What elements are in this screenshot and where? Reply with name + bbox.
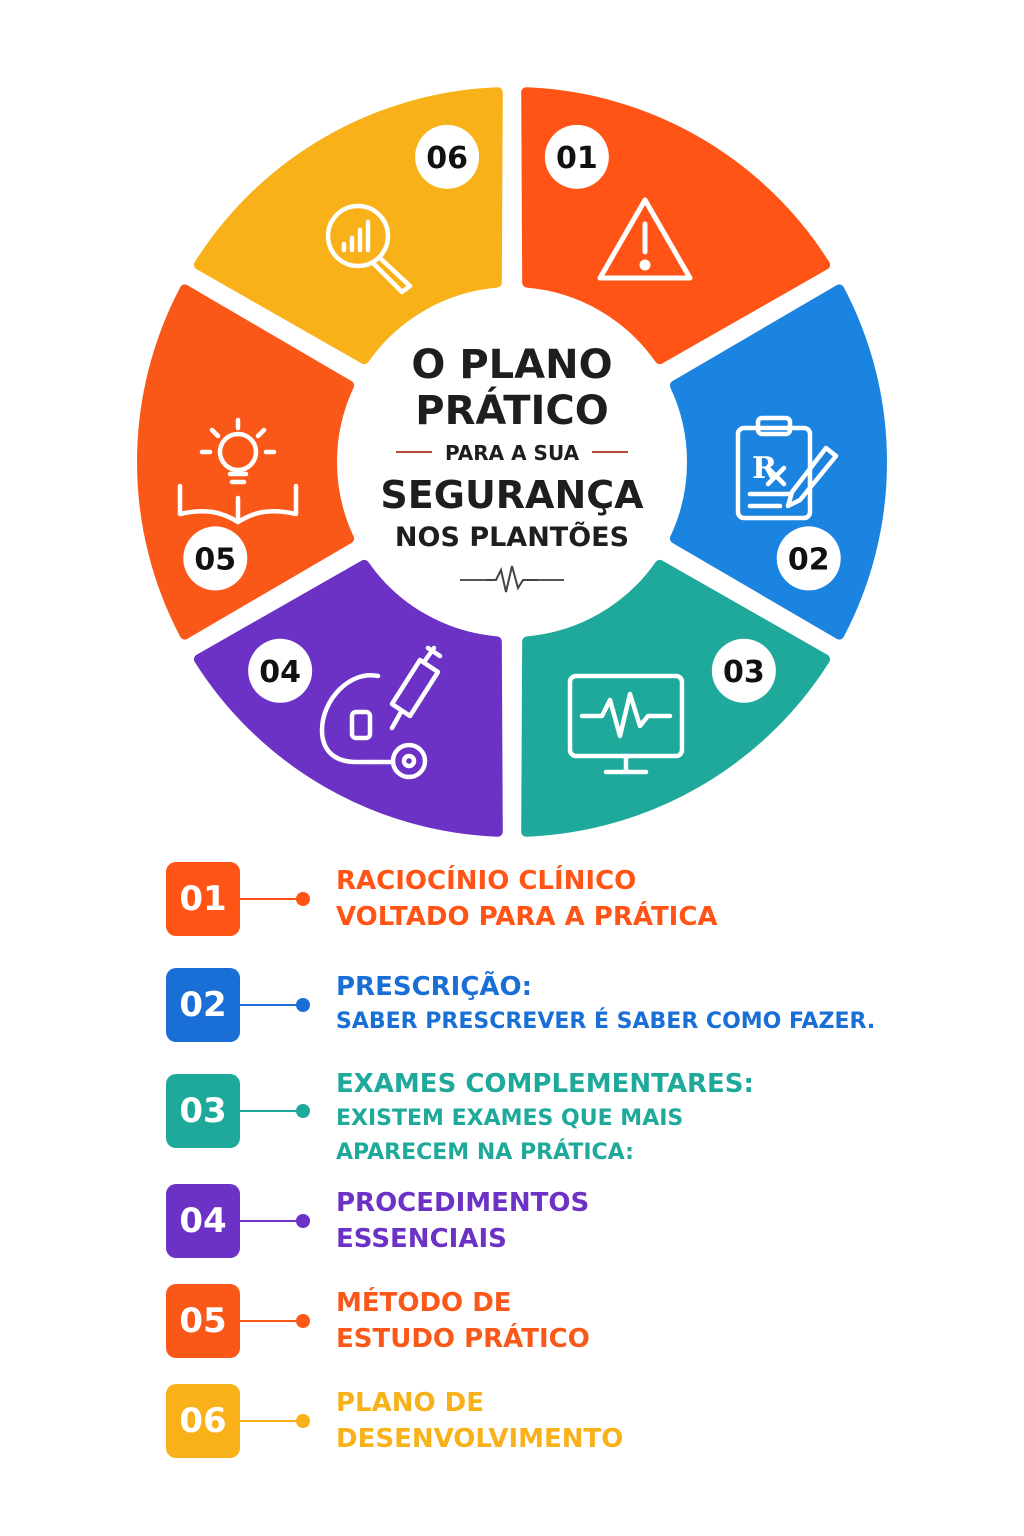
- legend-connector: [240, 1420, 302, 1422]
- legend-item-05: 05 MÉTODO DE ESTUDO PRÁTICO: [166, 1284, 986, 1358]
- prescription-icon: R: [735, 415, 839, 521]
- legend-item-06: 06 PLANO DE DESENVOLVIMENTO: [166, 1384, 986, 1458]
- number-label: 03: [723, 655, 765, 690]
- number-label: 04: [259, 655, 301, 690]
- legend-item-01: 01 RACIOCÍNIO CLÍNICO VOLTADO PARA A PRÁ…: [166, 862, 986, 936]
- warning-icon: [597, 197, 693, 281]
- legend-dot: [296, 1414, 310, 1428]
- segment-number-01: 01: [544, 124, 609, 189]
- legend-line-1: MÉTODO DE: [336, 1288, 512, 1318]
- legend-dot: [296, 1214, 310, 1228]
- heartbeat-divider-icon: [460, 565, 564, 593]
- legend-connector: [240, 1110, 302, 1112]
- magnifier-chart-icon: [325, 203, 413, 295]
- legend-text: PRESCRIÇÃO: SABER PRESCREVER É SABER COM…: [336, 969, 986, 1039]
- legend-line-1: RACIOCÍNIO CLÍNICO: [336, 866, 637, 896]
- legend-dot: [296, 1314, 310, 1328]
- number-label: 01: [556, 141, 598, 176]
- center-line-4: SEGURANÇA: [380, 473, 644, 517]
- segment-number-04: 04: [248, 638, 313, 703]
- segment-05: [137, 284, 355, 640]
- stethoscope-syringe-icon: [319, 645, 443, 780]
- monitor-heartbeat-icon: [567, 673, 685, 775]
- legend-item-02: 02 PRESCRIÇÃO: SABER PRESCREVER É SABER …: [166, 968, 986, 1042]
- center-line-1: O PLANO: [411, 342, 612, 388]
- center-line-3: PARA A SUA: [445, 441, 580, 465]
- legend-line-3: APARECEM NA PRÁTICA:: [336, 1140, 634, 1165]
- legend-text: PLANO DE DESENVOLVIMENTO: [336, 1385, 986, 1457]
- legend-badge: 02: [166, 968, 240, 1042]
- center-title: O PLANO PRÁTICO PARA A SUA SEGURANÇA NOS…: [380, 342, 644, 593]
- legend-line-1: EXAMES COMPLEMENTARES:: [336, 1069, 754, 1099]
- legend-dot: [296, 998, 310, 1012]
- number-circle: [248, 638, 313, 703]
- legend-badge: 03: [166, 1074, 240, 1148]
- legend-dot: [296, 892, 310, 906]
- legend-text: RACIOCÍNIO CLÍNICO VOLTADO PARA A PRÁTIC…: [336, 863, 986, 935]
- legend-line-2: ESSENCIAIS: [336, 1224, 507, 1254]
- legend-badge: 01: [166, 862, 240, 936]
- number-label: 06: [426, 141, 468, 176]
- legend-line-2: VOLTADO PARA A PRÁTICA: [336, 902, 718, 932]
- segment-03: [521, 559, 831, 837]
- number-circle: [544, 124, 609, 189]
- legend-text: MÉTODO DE ESTUDO PRÁTICO: [336, 1285, 986, 1357]
- segment-number-05: 05: [183, 526, 248, 591]
- number-label: 05: [194, 542, 236, 577]
- segment-number-02: 02: [776, 526, 841, 591]
- number-circle: [711, 638, 776, 703]
- segment-number-03: 03: [711, 638, 776, 703]
- legend-connector: [240, 1220, 302, 1222]
- legend-item-04: 04 PROCEDIMENTOS ESSENCIAIS: [166, 1184, 986, 1258]
- legend-dot: [296, 1104, 310, 1118]
- center-line-2: PRÁTICO: [415, 386, 609, 434]
- legend-line-2: DESENVOLVIMENTO: [336, 1424, 624, 1454]
- legend-badge: 05: [166, 1284, 240, 1358]
- center-disc: [340, 290, 684, 634]
- legend-line-2: EXISTEM EXAMES QUE MAIS: [336, 1106, 684, 1131]
- legend-connector: [240, 1004, 302, 1006]
- number-circle: [183, 526, 248, 591]
- legend-badge: 06: [166, 1384, 240, 1458]
- segment-numbers: 01 02 03 04 05 06: [183, 124, 841, 703]
- legend-line-1: PRESCRIÇÃO:: [336, 972, 533, 1002]
- legend-line-1: PLANO DE: [336, 1388, 485, 1418]
- legend-text: PROCEDIMENTOS ESSENCIAIS: [336, 1185, 986, 1257]
- segment-number-06: 06: [415, 124, 480, 189]
- plan-wheel-diagram: O PLANO PRÁTICO PARA A SUA SEGURANÇA NOS…: [137, 87, 887, 837]
- legend-line-2: SABER PRESCREVER É SABER COMO FAZER.: [336, 1009, 876, 1034]
- number-circle: [415, 124, 480, 189]
- legend-badge: 04: [166, 1184, 240, 1258]
- center-line-5: NOS PLANTÕES: [395, 521, 629, 553]
- lightbulb-book-icon: [177, 417, 299, 525]
- legend-item-03: 03 EXAMES COMPLEMENTARES: EXISTEM EXAMES…: [166, 1069, 986, 1165]
- number-label: 02: [788, 542, 830, 577]
- legend-connector: [240, 1320, 302, 1322]
- legend-line-2: ESTUDO PRÁTICO: [336, 1324, 590, 1354]
- number-circle: [776, 526, 841, 591]
- segment-02: [669, 284, 887, 640]
- legend-connector: [240, 898, 302, 900]
- legend-line-1: PROCEDIMENTOS: [336, 1188, 590, 1218]
- legend-text: EXAMES COMPLEMENTARES: EXISTEM EXAMES QU…: [336, 1066, 986, 1170]
